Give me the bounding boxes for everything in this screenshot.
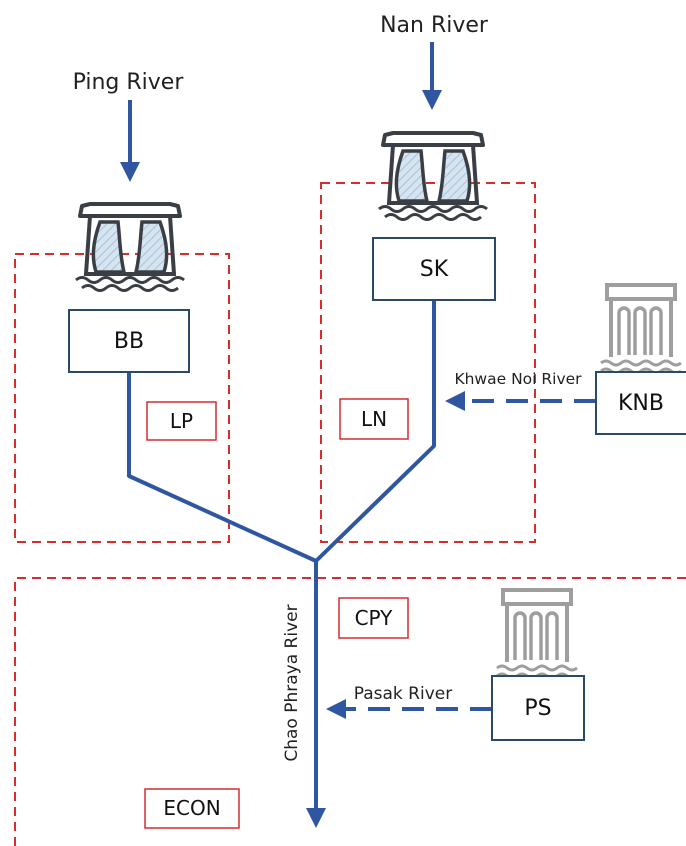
node-ps-label: PS <box>524 696 551 721</box>
region-cpy-label-box <box>338 597 409 639</box>
node-knb-box <box>595 371 686 435</box>
node-sk-box <box>372 237 496 301</box>
chao-phraya-river-label: Chao Phraya River <box>282 604 302 761</box>
khwae-noi-river-label: Khwae Noi River <box>454 370 582 388</box>
node-bb-box <box>68 309 190 373</box>
region-lp-boundary <box>14 253 230 543</box>
pasak-river-label: Pasak River <box>354 684 452 704</box>
region-cpy-label: CPY <box>355 606 394 630</box>
region-ln-boundary <box>320 182 536 543</box>
region-ln-label: LN <box>361 407 387 431</box>
nan-river-label: Nan River <box>380 13 489 38</box>
node-sk-label: SK <box>420 257 449 282</box>
node-bb-label: BB <box>114 329 144 354</box>
region-econ-label-box <box>144 788 240 829</box>
region-econ-label: ECON <box>163 796 220 820</box>
ping-river-label: Ping River <box>73 70 185 95</box>
node-ps-box <box>491 675 585 741</box>
region-lp-label: LP <box>170 409 193 433</box>
region-lp-label-box <box>146 401 217 441</box>
dam-icon-bb <box>75 202 185 292</box>
spillway-icon-ps <box>496 588 578 680</box>
node-knb-label: KNB <box>618 391 664 416</box>
dam-icon-sk <box>378 131 488 221</box>
sk-outflow-channel <box>314 300 436 563</box>
spillway-icon-knb <box>600 283 682 375</box>
bb-outflow-channel <box>127 372 317 563</box>
region-ln-label-box <box>339 398 409 440</box>
